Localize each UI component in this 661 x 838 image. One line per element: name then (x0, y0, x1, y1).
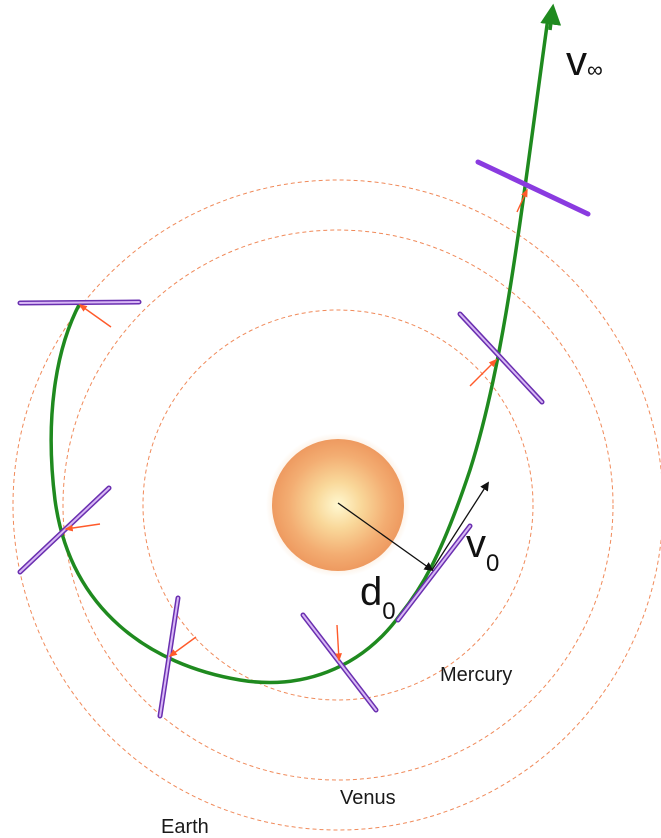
sail-6 (17, 485, 112, 575)
sun (272, 439, 404, 571)
thrust-arrow-5 (168, 636, 197, 657)
v0-vector (431, 481, 489, 571)
d0-label: d0 (360, 570, 396, 625)
earth-label: Earth (161, 816, 209, 838)
d0-vector (337, 502, 434, 572)
mercury-orbit (142, 309, 534, 701)
trajectory-arrowhead (540, 3, 562, 31)
venus-label: Venus (340, 787, 396, 809)
v-infinity-label: v∞ (566, 37, 603, 84)
thrust-arrow-2 (469, 358, 498, 387)
thrust-arrow-4 (335, 624, 342, 662)
sail-4 (300, 612, 379, 713)
thrust-arrow-7 (78, 304, 112, 328)
v0-label: v0 (466, 522, 499, 577)
sail-1 (475, 159, 591, 217)
sail-positions (17, 159, 591, 719)
sail-3 (395, 523, 473, 623)
thrust-arrow-6 (64, 523, 101, 532)
mercury-label: Mercury (440, 664, 512, 686)
sail-2 (457, 311, 545, 405)
thrust-arrow-1 (516, 188, 528, 213)
sail-5 (157, 595, 181, 719)
thrust-arrows (64, 188, 528, 662)
venus-orbit (62, 229, 614, 781)
sail-7 (17, 299, 142, 306)
sail-trajectory (49, 17, 550, 685)
